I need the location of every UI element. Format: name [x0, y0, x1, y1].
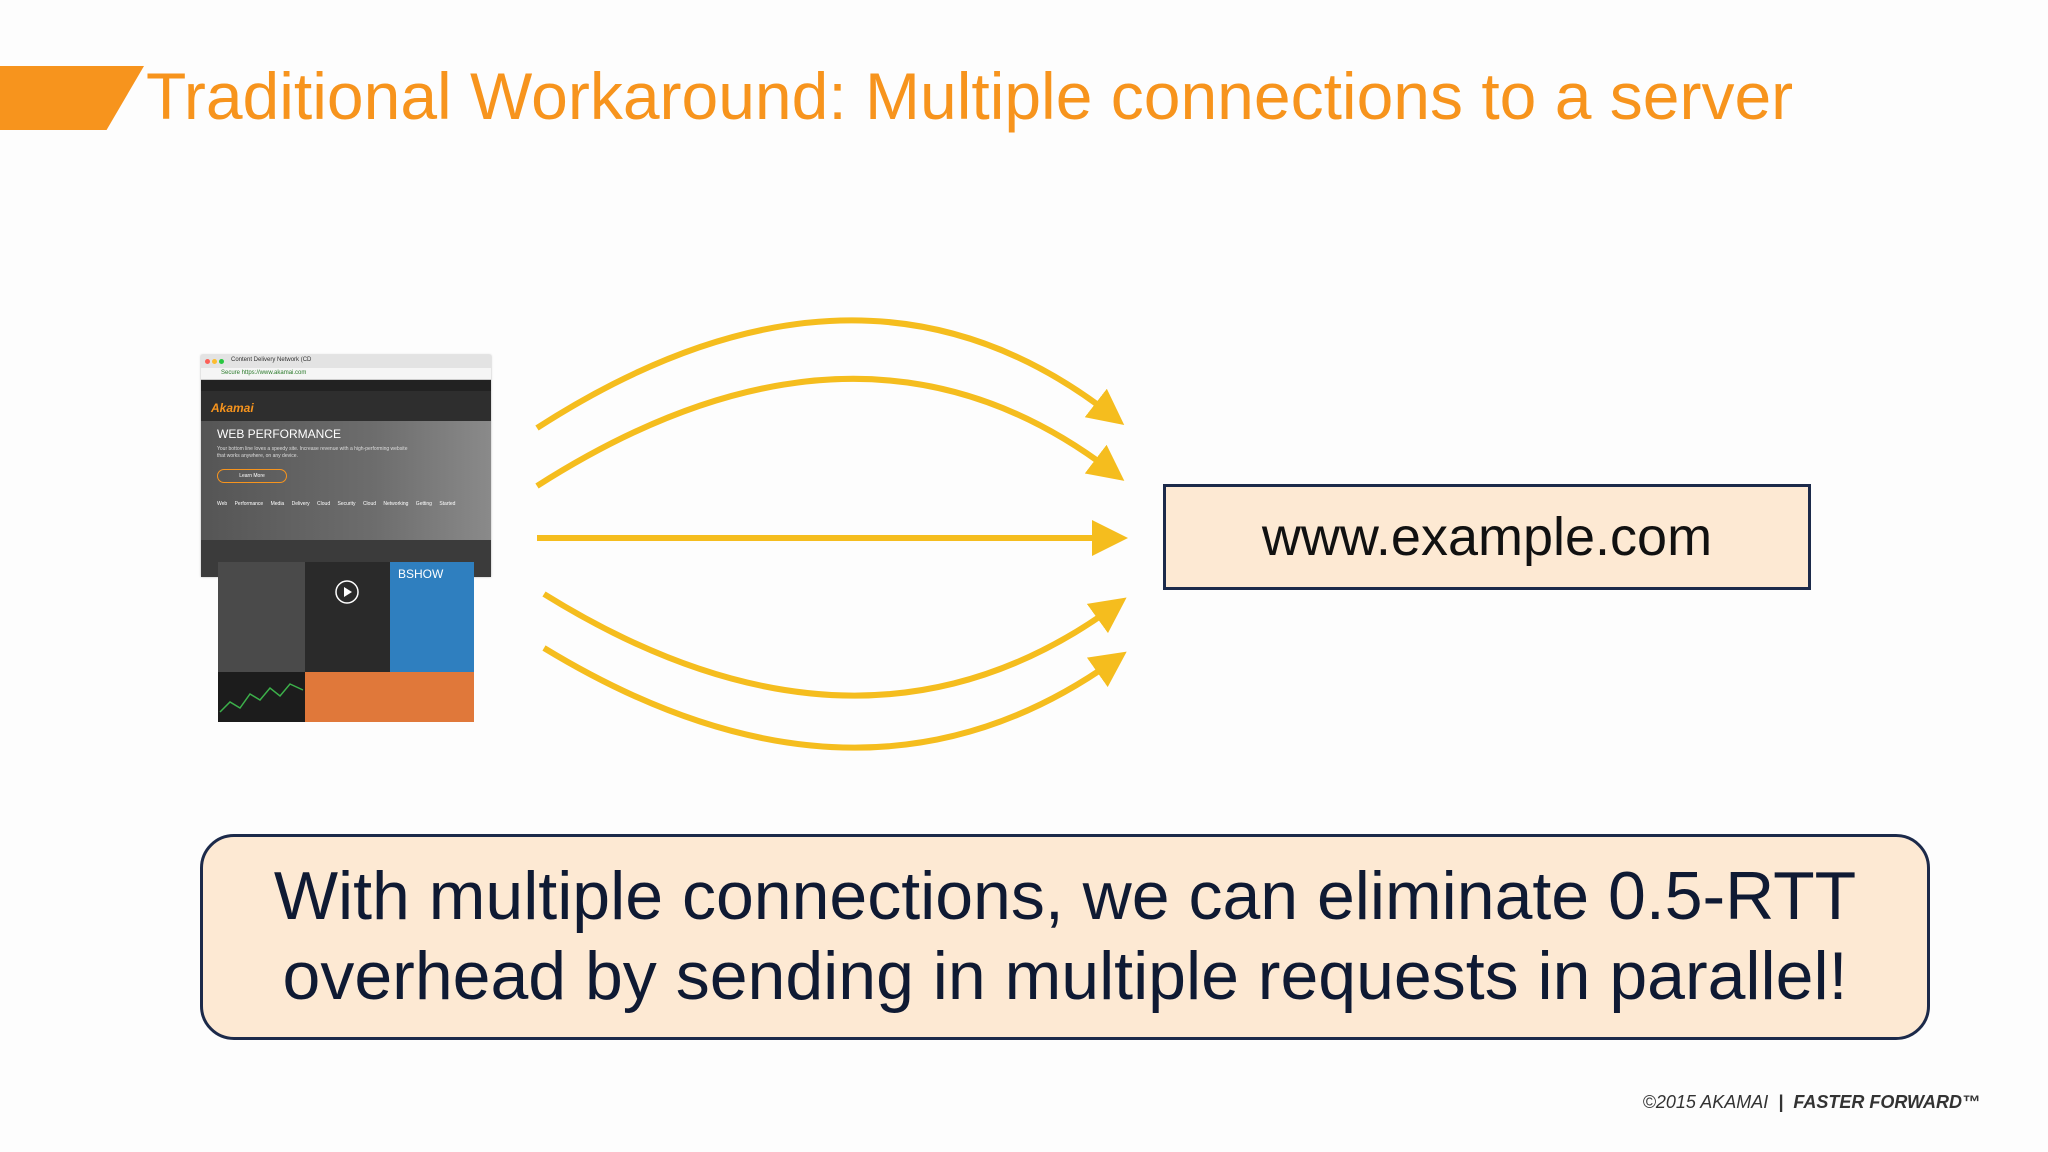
browser-url-bar: Secure https://www.akamai.com [201, 368, 491, 380]
stock-chart-icon [219, 683, 304, 713]
callout-line-2: overhead by sending in multiple requests… [282, 938, 1848, 1014]
learn-more-button: Learn More [217, 469, 287, 483]
tile-show-label: BSHOW [398, 567, 444, 581]
browser-url: Secure https://www.akamai.com [221, 370, 307, 376]
footer-separator: | [1778, 1092, 1784, 1112]
play-icon [335, 580, 359, 604]
footer-brand: FASTER FORWARD™ [1793, 1092, 1980, 1112]
connection-arrow-5 [542, 645, 1127, 751]
connection-arrow-2 [535, 375, 1125, 489]
maximize-dot-icon [219, 359, 224, 364]
browser-tab-title: Content Delivery Network (CD [231, 357, 312, 363]
site-top-nav [201, 380, 491, 391]
tile-show-image [390, 562, 474, 672]
server-label: www.example.com [1261, 507, 1713, 567]
connection-arrow-4 [542, 591, 1127, 699]
browser-tab-strip: Content Delivery Network (CD [201, 355, 491, 368]
hero-tabs: Web Performance Media Delivery Cloud Sec… [217, 501, 456, 507]
connection-arrow-1 [535, 317, 1125, 431]
server-box: www.example.com [1163, 484, 1811, 590]
tile-orange-banner [305, 672, 474, 722]
tile-chart-image [218, 672, 305, 722]
tile-mobile-image [218, 562, 305, 672]
footer: ©2015 AKAMAI | FASTER FORWARD™ [1643, 1092, 1980, 1113]
akamai-logo: Akamai [211, 401, 254, 415]
site-content-tiles: BSHOW [218, 562, 474, 722]
hero-title: WEB PERFORMANCE [217, 427, 342, 441]
site-hero: WEB PERFORMANCE Your bottom line loves a… [201, 421, 491, 540]
play-triangle-icon [344, 587, 352, 597]
close-dot-icon [205, 359, 210, 364]
hero-text: Your bottom line loves a speedy site. In… [217, 446, 408, 459]
site-header: Akamai [201, 391, 491, 421]
browser-screenshot: Content Delivery Network (CD Secure http… [201, 355, 491, 577]
slide-title: Traditional Workaround: Multiple connect… [146, 59, 1794, 133]
minimize-dot-icon [212, 359, 217, 364]
callout-line-1: With multiple connections, we can elimin… [273, 858, 1857, 935]
callout-box: With multiple connections, we can elimin… [200, 834, 1930, 1040]
footer-copyright: ©2015 AKAMAI [1642, 1092, 1769, 1112]
